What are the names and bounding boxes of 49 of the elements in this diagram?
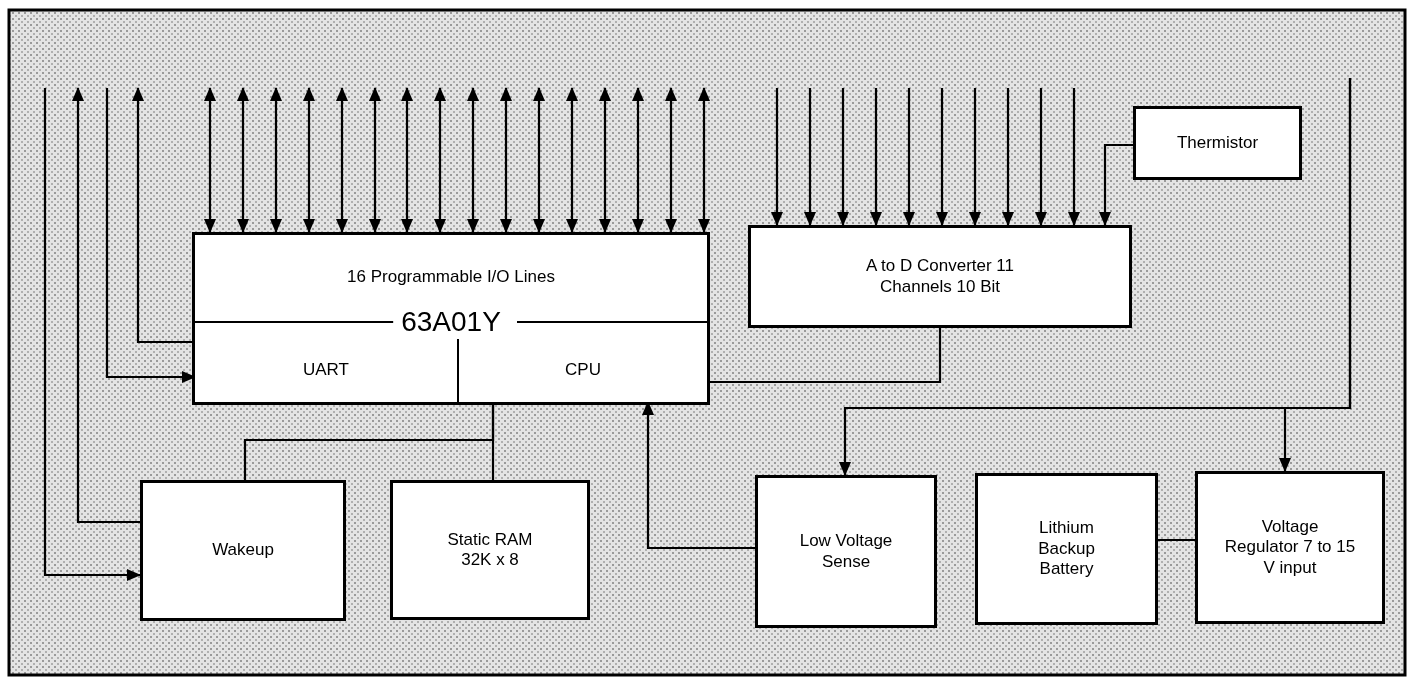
connector-arrow: [969, 88, 981, 226]
block-box: [1133, 106, 1302, 180]
block-label: Voltage Regulator 7 to 15 V input: [1223, 516, 1357, 579]
connector-arrow: [533, 87, 545, 233]
chip-title: 16 Programmable I/O Lines: [347, 266, 555, 288]
block-label: Static RAM 32K x 8: [446, 529, 534, 571]
connector-arrow: [870, 88, 882, 226]
connector-arrow: [771, 88, 783, 226]
connector-arrow: [132, 87, 195, 344]
connector-arrow: [72, 87, 140, 524]
connector-arrow: [1099, 143, 1133, 226]
connector-arrow: [369, 87, 381, 233]
block-label: UART: [303, 360, 349, 381]
connector-arrow: [632, 87, 644, 233]
connector-arrow: [204, 87, 216, 233]
connector-arrow: [336, 87, 348, 233]
connector-arrow: [1279, 78, 1352, 472]
block-label: Thermistor: [1176, 132, 1259, 154]
connector-arrow: [804, 88, 816, 226]
connector-arrow: [43, 88, 141, 581]
block-box: [390, 480, 590, 620]
connector-arrow: [1068, 88, 1080, 226]
connector-arrow: [1035, 88, 1047, 226]
connector-arrow: [401, 87, 413, 233]
block-label: Low Voltage Sense: [798, 531, 894, 572]
block-box: [975, 473, 1158, 625]
connector-arrow: [936, 88, 948, 226]
connector-arrow: [665, 87, 677, 233]
connector-arrow: [599, 87, 611, 233]
connector-arrow: [237, 87, 249, 233]
connector-arrow: [903, 88, 915, 226]
block-label: Lithium Backup Battery: [1037, 518, 1096, 580]
block-label: Wakeup: [212, 540, 274, 561]
microcontroller-box: [192, 232, 710, 405]
block-label: CPU: [565, 360, 601, 381]
block-box: [748, 225, 1132, 328]
block-label: A to D Converter 11 Channels 10 Bit: [864, 256, 1015, 297]
connector-arrow: [270, 87, 282, 233]
block-box: [1195, 471, 1385, 624]
connector-arrow: [1002, 88, 1014, 226]
connector-arrow: [837, 88, 849, 226]
connector-arrow: [467, 87, 479, 233]
block-box: [140, 480, 346, 621]
connector-arrow: [303, 87, 315, 233]
connector-arrow: [566, 87, 578, 233]
connector-arrow: [434, 87, 446, 233]
connector-arrow: [698, 87, 710, 233]
connector-arrow: [500, 87, 512, 233]
block-box: [755, 475, 937, 628]
